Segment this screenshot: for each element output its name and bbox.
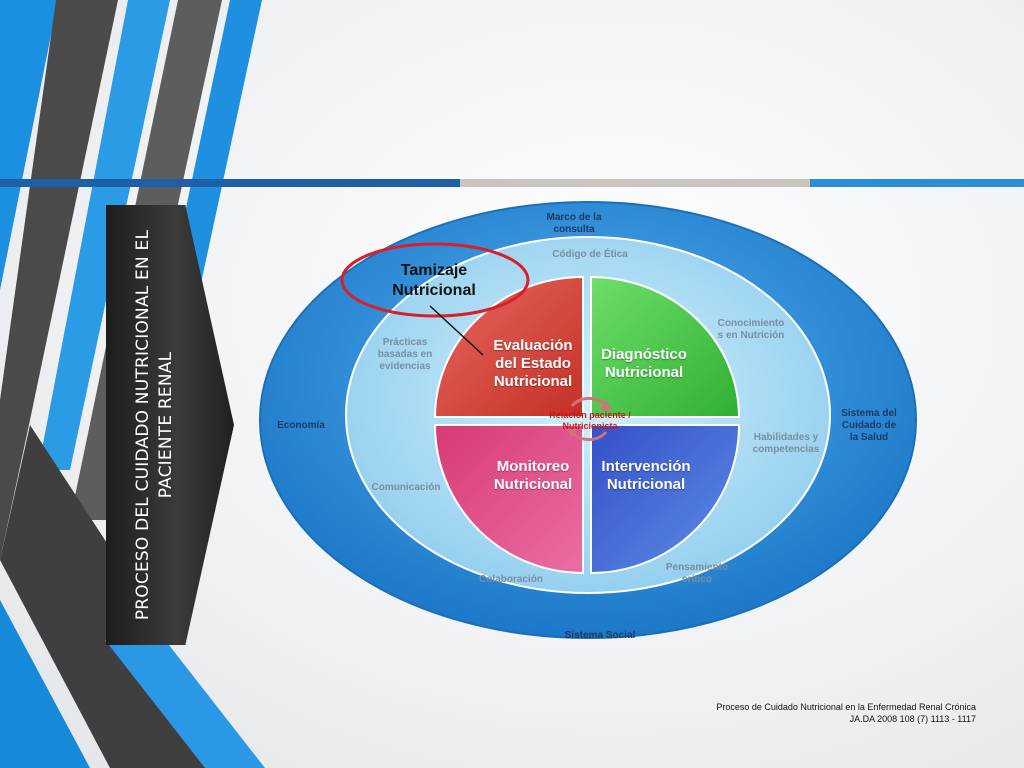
- stripe-blue-1: [0, 0, 58, 290]
- label-tamizaje: Tamizaje Nutricional: [392, 262, 476, 299]
- cycle-arrows-icon: [566, 396, 612, 442]
- banner-title: PROCESO DEL CUIDADO NUTRICIONAL EN EL PA…: [133, 229, 176, 621]
- label-relacion-paciente: Relación paciente / Nutricionista: [549, 410, 631, 431]
- stripe-blue-5: [105, 640, 265, 768]
- callout-pointer-line: [429, 305, 484, 356]
- quadrant-intervencion: [590, 424, 741, 575]
- label-habilidades: Habilidades y competencias: [752, 432, 820, 455]
- reference-line-1: Proceso de Cuidado Nutricional en la Enf…: [716, 702, 976, 712]
- quadrant-evaluacion: [433, 275, 584, 418]
- label-conocimientos-nutricion: Conocimientos en Nutrición: [717, 318, 785, 341]
- label-marco-consulta: Marco de la consulta: [546, 212, 602, 235]
- label-monitoreo: Monitoreo Nutricional: [493, 458, 573, 493]
- label-colaboracion: Colaboración: [479, 574, 543, 585]
- label-sistema-social: Sistema Social: [564, 630, 636, 641]
- label-codigo-etica: Código de Ética: [552, 249, 628, 260]
- label-pensamiento-critico: Pensamiento crítico: [665, 562, 729, 585]
- tamizaje-callout-ellipse: [340, 242, 530, 318]
- header-bar-blue: [0, 179, 460, 187]
- header-bar-lightblue: [810, 179, 1024, 187]
- label-evaluacion: Evaluación del Estado Nutricional: [493, 337, 573, 390]
- label-comunicacion: Comunicación: [371, 482, 441, 493]
- quadrant-diagnostico: [590, 275, 741, 418]
- care-process-diagram: [259, 201, 917, 639]
- stripe-blue-4: [0, 600, 90, 768]
- label-sistema-salud: Sistema del Cuidado de la Salud: [841, 408, 897, 443]
- reference-citation: Proceso de Cuidado Nutricional en la Enf…: [716, 701, 976, 725]
- label-economia: Economía: [277, 420, 325, 431]
- label-diagnostico: Diagnóstico Nutricional: [601, 346, 687, 381]
- label-intervencion: Intervención Nutricional: [601, 458, 691, 493]
- stripe-blue-2: [38, 0, 170, 470]
- reference-line-2: JA.DA 2008 108 (7) 1113 - 1117: [849, 714, 976, 724]
- quadrant-monitoreo: [433, 424, 584, 575]
- label-practicas-evidencias: Prácticas basadas en evidencias: [377, 337, 433, 372]
- header-bar-gray: [460, 179, 810, 187]
- stripe-gray-1: [0, 0, 118, 560]
